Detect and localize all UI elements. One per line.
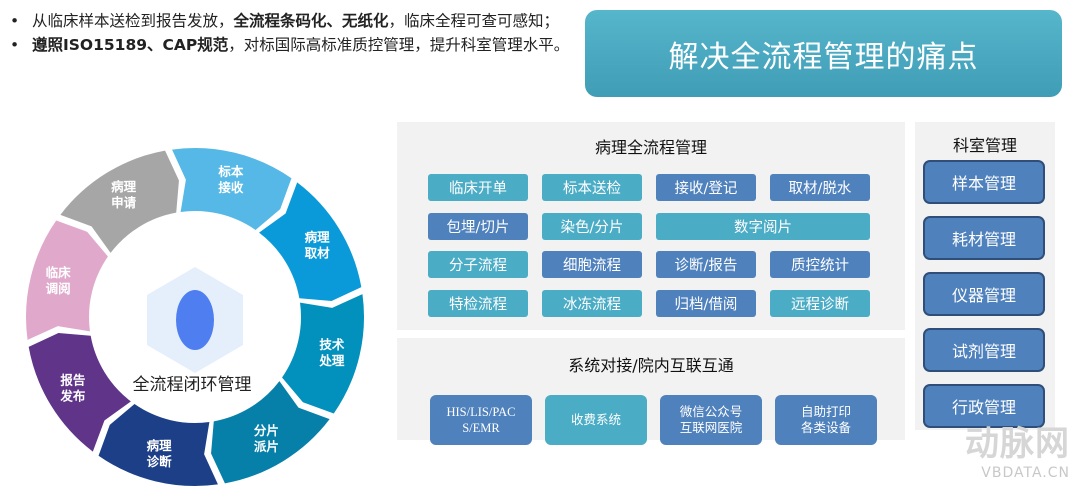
workflow-step-button[interactable]: 染色/分片 (542, 212, 642, 240)
workflow-step-button[interactable]: 冰冻流程 (542, 289, 642, 317)
workflow-step-button[interactable]: 诊断/报告 (656, 251, 756, 278)
billing-system-button[interactable]: 收费系统 (545, 395, 647, 445)
wechat-internet-hospital-button[interactable]: 微信公众号互联网医院 (660, 395, 762, 445)
workflow-step-button[interactable]: 数字阅片 (656, 212, 870, 240)
disc-icon (176, 290, 214, 350)
cycle-segment-label: 病理 (147, 438, 173, 453)
workflow-step-button[interactable]: 质控统计 (770, 251, 870, 278)
bullet-text: ，对标国际高标准质控管理，提升科室管理水平。 (228, 36, 570, 54)
cycle-segment (25, 220, 108, 340)
cycle-segment (259, 182, 362, 301)
workflow-step-button[interactable]: 远程诊断 (770, 289, 870, 317)
cycle-segment-label: 诊断 (147, 454, 173, 469)
admin-management-button[interactable]: 行政管理 (925, 386, 1043, 426)
consumables-management-button[interactable]: 耗材管理 (925, 218, 1043, 258)
bullet-item: •遵照ISO15189、CAP规范，对标国际高标准质控管理，提升科室管理水平。 (10, 36, 570, 54)
department-panel: 科室管理 样本管理 耗材管理 仪器管理 试剂管理 行政管理 (915, 122, 1055, 430)
department-title: 科室管理 (952, 136, 1017, 155)
cycle-segment-label: 派片 (254, 439, 279, 454)
cycle-segment-label: 取材 (305, 246, 331, 261)
cycle-segment-label: 调阅 (46, 281, 71, 296)
workflow-step-button[interactable]: 包埋/切片 (428, 212, 528, 240)
workflow-step-button[interactable]: 临床开单 (428, 174, 528, 201)
cycle-segment-label: 病理 (305, 230, 331, 245)
cycle-center-label: 全流程闭环管理 (133, 375, 252, 395)
cycle-segment (28, 333, 131, 452)
cycle-segment-label: 接收 (218, 180, 244, 195)
bullet-bold: 全流程条码化、无纸化 (233, 12, 389, 30)
workflow-step-button[interactable]: 接收/登记 (656, 174, 756, 201)
bullet-bold: 遵照ISO15189、CAP规范 (32, 36, 229, 54)
cycle-segment-label: 标本 (217, 164, 244, 179)
cycle-segment (60, 150, 179, 253)
cycle-segment-label: 发布 (59, 388, 86, 403)
self-service-print-button[interactable]: 自助打印各类设备 (775, 395, 877, 445)
workflow-step-button[interactable]: 归档/借阅 (656, 289, 756, 317)
cycle-segment (211, 381, 330, 484)
cycle-segment-label: 临床 (46, 265, 72, 280)
sample-management-button[interactable]: 样本管理 (925, 162, 1043, 202)
cycle-segment-label: 报告 (60, 372, 86, 387)
cycle-segment-label: 处理 (318, 353, 345, 368)
workflow-step-button[interactable]: 分子流程 (428, 251, 528, 278)
title-banner: 解决全流程管理的痛点 (585, 10, 1062, 97)
intro-bullets: •从临床样本送检到报告发放，全流程条码化、无纸化，临床全程可查可感知； •遵照I… (10, 10, 570, 58)
workflow-step-button[interactable]: 标本送检 (542, 174, 642, 201)
reagent-management-button[interactable]: 试剂管理 (925, 330, 1043, 370)
cycle-segment-label: 技术 (319, 337, 345, 352)
bullet-text: ，临床全程可查可感知； (388, 12, 560, 30)
workflow-title: 病理全流程管理 (594, 138, 707, 157)
cycle-segment-label: 申请 (111, 195, 137, 210)
cycle-segment (172, 148, 292, 230)
workflow-panel: 病理全流程管理 临床开单标本送检接收/登记取材/脱水包埋/切片染色/分片数字阅片… (397, 122, 905, 330)
workflow-step-button[interactable]: 细胞流程 (542, 251, 642, 278)
bullet-item: •从临床样本送检到报告发放，全流程条码化、无纸化，临床全程可查可感知； (10, 12, 560, 30)
bullet-text: 从临床样本送检到报告发放， (32, 12, 234, 30)
cycle-segment-label: 分片 (254, 423, 279, 438)
workflow-step-button[interactable]: 特检流程 (428, 289, 528, 317)
cycle-segment-label: 病理 (111, 179, 137, 194)
cycle-segment (98, 404, 218, 486)
workflow-step-button[interactable]: 取材/脱水 (770, 174, 870, 201)
integration-title: 系统对接/院内互联互通 (568, 356, 734, 375)
cycle-segment (282, 294, 364, 414)
instrument-management-button[interactable]: 仪器管理 (925, 274, 1043, 314)
